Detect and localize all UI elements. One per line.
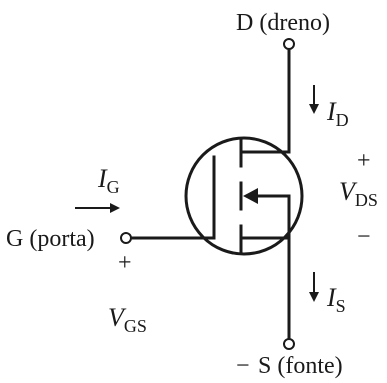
mosfet-body-circle [184,136,304,256]
drain-current-label: ID [326,97,349,130]
source-minus-sign: − [236,353,250,379]
vds-minus-sign: − [357,224,371,250]
gate-current-label: IG [97,164,120,197]
source-label: S (fonte) [258,353,343,379]
drain-label: D (dreno) [236,10,330,36]
vgs-label: VGS [108,303,147,336]
vds-plus-sign: + [357,148,371,174]
body-arrow-icon [243,188,258,204]
vds-label: VDS [339,177,378,210]
gate-terminal [120,232,132,244]
gate-label: G (porta) [6,226,95,252]
source-current-label: IS [326,283,346,316]
drain-terminal [283,38,295,50]
source-terminal [283,338,295,350]
vgs-plus-sign: + [118,250,132,276]
